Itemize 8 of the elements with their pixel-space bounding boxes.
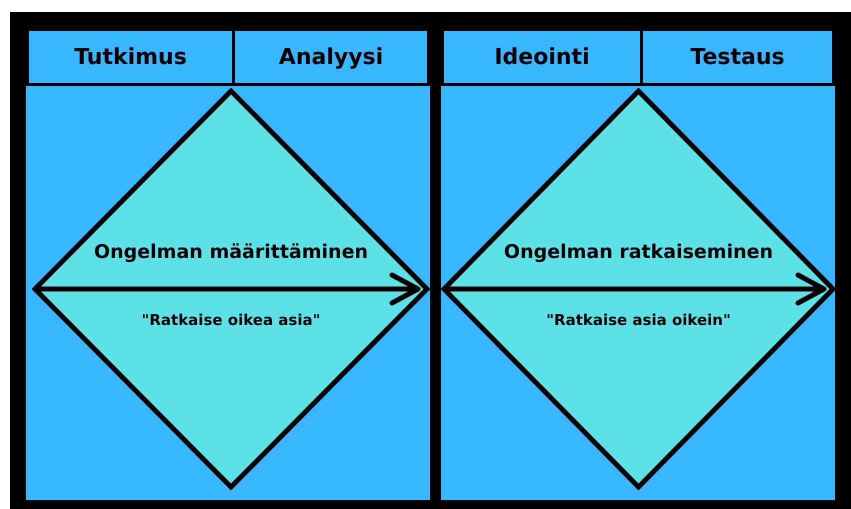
header-cell: Testaus [640,28,835,86]
diamond-subtitle: "Ratkaise oikea asia" [140,311,322,329]
header-cell: Ideointi [441,28,643,86]
diamond-title: Ongelman määrittäminen [93,241,369,263]
header-cell: Analyysi [232,28,430,86]
diamond-title: Ongelman ratkaiseminen [502,241,774,263]
diamond-subtitle: "Ratkaise asia oikein" [545,311,732,329]
header-cell: Tutkimus [26,28,235,86]
